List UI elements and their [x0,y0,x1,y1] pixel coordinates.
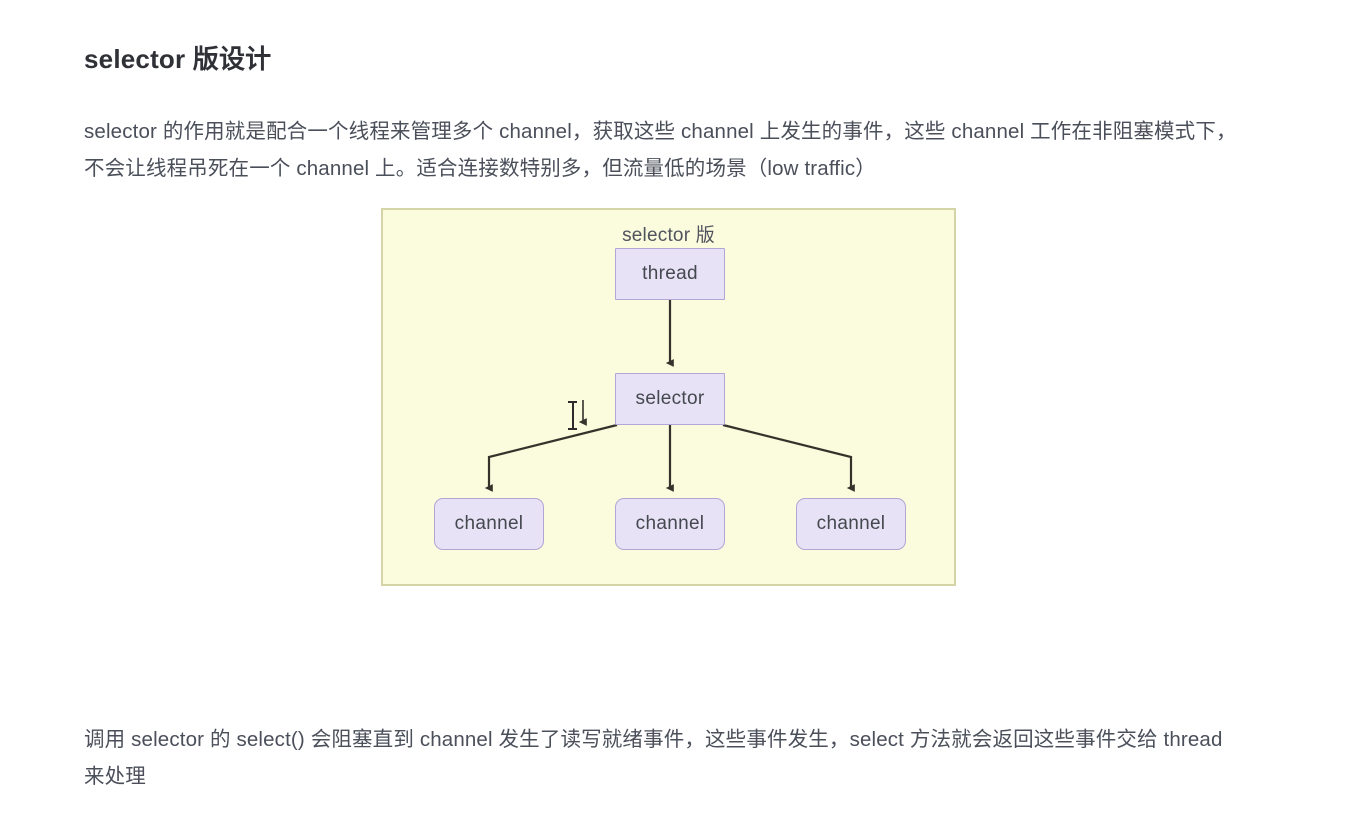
selector-architecture-diagram: selector 版 [381,208,956,586]
node-channel-3: channel [796,498,906,550]
outro-paragraph: 调用 selector 的 select() 会阻塞直到 channel 发生了… [84,727,1223,788]
edge-selector-to-channel-1 [484,423,618,492]
node-channel-2: channel [615,498,725,550]
ibeam-cap-bottom [568,428,577,430]
diagram-title: selector 版 [622,225,715,246]
edge-selector-to-channel-3 [722,423,855,492]
node-channel-2-label: channel [635,513,705,534]
node-channel-1: channel [434,498,544,550]
node-selector: selector [615,373,725,425]
node-channel-3-label: channel [816,513,886,534]
node-selector-label: selector [635,388,705,409]
node-thread: thread [615,248,725,300]
node-channel-1-label: channel [454,513,524,534]
text-cursor-ibeam [568,400,577,431]
node-thread-label: thread [642,263,698,284]
page-title: selector 版设计 [84,44,272,75]
ibeam-stem [572,402,574,429]
intro-paragraph: selector 的作用就是配合一个线程来管理多个 channel，获取这些 c… [84,119,1237,180]
